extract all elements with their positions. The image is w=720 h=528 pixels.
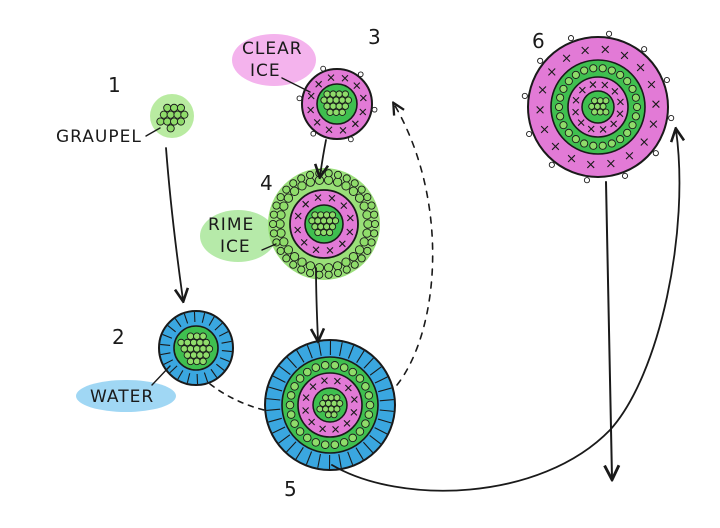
clear-ice-label-line2: ICE xyxy=(250,61,281,81)
rime-ice-label-line1: RIME xyxy=(208,215,254,235)
stage-4-number: 4 xyxy=(260,171,273,195)
fall-arrow-6 xyxy=(606,181,612,478)
water-label: WATER xyxy=(90,387,154,407)
arrow-3-to-4 xyxy=(320,139,326,176)
pointer-rime-ice xyxy=(261,243,277,251)
stage-5-number: 5 xyxy=(284,477,297,501)
stage-2-number: 2 xyxy=(112,325,125,349)
stage-2-water-coated xyxy=(158,310,234,386)
stage-4-rime-ice xyxy=(268,168,380,280)
arrows xyxy=(145,77,679,492)
arrow-1-to-2 xyxy=(165,147,183,300)
stage-1-graupel xyxy=(150,94,194,138)
pointer-water xyxy=(151,365,171,386)
arrow-4-to-5 xyxy=(316,267,318,340)
rime-ice-highlight xyxy=(200,210,276,262)
stage-3-clear-ice xyxy=(296,65,378,143)
graupel-label: GRAUPEL xyxy=(56,127,142,147)
pointer-graupel xyxy=(145,127,161,137)
pointer-clear-ice xyxy=(281,77,311,93)
dashed-link-2-to-5 xyxy=(209,383,265,411)
stage-5-water-coated-layers xyxy=(264,339,396,471)
labels: 1 GRAUPEL 2 WATER 3 CLEAR ICE 4 RIME ICE… xyxy=(56,25,545,501)
label-highlights xyxy=(76,34,316,412)
water-highlight xyxy=(76,380,176,412)
stage-6-number: 6 xyxy=(532,29,545,53)
clear-ice-highlight xyxy=(232,34,316,86)
dashed-arrow-5-to-3 xyxy=(394,104,434,386)
clear-ice-label-line1: CLEAR xyxy=(242,39,303,59)
stage-3-number: 3 xyxy=(368,25,381,49)
arrow-5-to-6 xyxy=(331,130,679,492)
stage-1-number: 1 xyxy=(108,73,121,97)
stage-6-large-hailstone xyxy=(521,30,675,184)
rime-ice-label-line2: ICE xyxy=(220,237,251,257)
